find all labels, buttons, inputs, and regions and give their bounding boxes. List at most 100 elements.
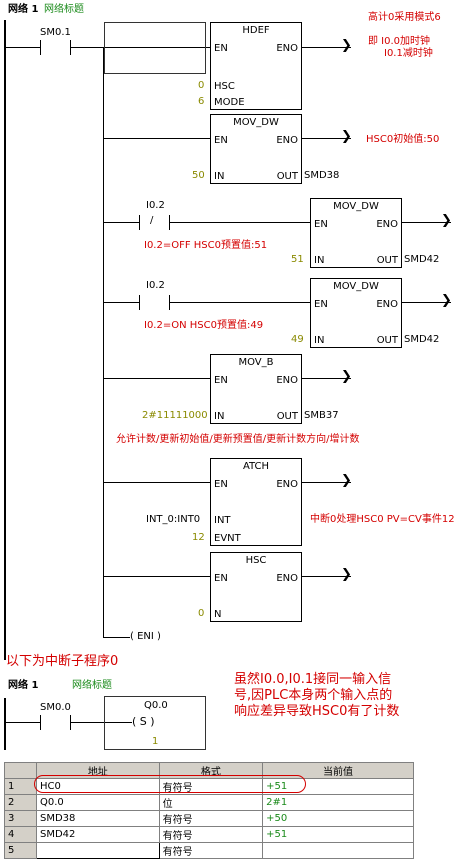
hdef-mode-value[interactable]: 6 <box>198 96 205 107</box>
table-row[interactable]: 5 有符号 <box>4 842 414 859</box>
mov-b-out-pin: OUT <box>276 411 298 422</box>
mov-dw-3-title: MOV_DW <box>333 281 379 292</box>
coil-type: S <box>139 715 147 728</box>
mov-dw-3-in-value[interactable]: 49 <box>291 334 304 345</box>
row-number: 3 <box>4 810 37 827</box>
rung-wire <box>301 482 351 483</box>
mov-b-en-pin: EN <box>214 375 228 386</box>
mov-dw-2-eno-pin: ENO <box>376 219 398 230</box>
note-inputs-1: 即 I0.0加时钟 <box>368 36 431 47</box>
mov-dw-1-out-value[interactable]: SMD38 <box>304 170 340 181</box>
cell-address[interactable]: SMD42 <box>35 826 160 843</box>
int-left-power-rail <box>4 698 6 750</box>
mov-dw-3-out-pin: OUT <box>376 335 398 346</box>
atch-int-value[interactable]: INT_0:INT0 <box>146 514 201 525</box>
contact-i02-no-left[interactable] <box>139 295 140 310</box>
eni-coil[interactable]: ( ENI ) <box>130 631 161 642</box>
note-interrupt: 中断0处理HSC0 PV=CV事件12 <box>310 514 455 525</box>
hsc-box[interactable]: HSC EN ENO N <box>210 552 302 622</box>
rung-wire <box>103 378 210 379</box>
mov-dw-1-in-value[interactable]: 50 <box>192 170 205 181</box>
rung-wire <box>103 637 130 638</box>
mov-dw-2-in-value[interactable]: 51 <box>291 254 304 265</box>
cell-value: 2#1 <box>262 794 414 811</box>
set-coil[interactable]: ( S ) <box>132 715 155 728</box>
mov-b-out-value[interactable]: SMB37 <box>304 410 339 421</box>
coil-address[interactable]: Q0.0 <box>144 700 168 711</box>
rung-wire <box>301 47 351 48</box>
table-row[interactable]: 4 SMD42 有符号 +51 <box>4 826 414 843</box>
cell-address-edit[interactable] <box>35 842 160 859</box>
mov-dw-3-box[interactable]: MOV_DW EN ENO IN OUT <box>310 278 402 348</box>
note-init-value: HSC0初始值:50 <box>366 134 440 145</box>
hdef-box[interactable]: HDEF EN ENO HSC MODE <box>210 22 302 110</box>
network-header[interactable]: 网络 1 <box>8 4 39 15</box>
hsc-title: HSC <box>245 555 267 566</box>
mov-dw-3-in-pin: IN <box>314 335 325 346</box>
mov-b-title: MOV_B <box>238 357 274 368</box>
rung-wire <box>169 222 310 223</box>
int-selection-rectangle <box>104 696 206 750</box>
mov-dw-2-box[interactable]: MOV_DW EN ENO IN OUT <box>310 198 402 268</box>
output-arrow-icon: ❯ <box>441 213 452 228</box>
table-row[interactable]: 2 Q0.0 位 2#1 <box>4 794 414 811</box>
output-arrow-icon: ❯ <box>341 473 352 488</box>
mov-b-box[interactable]: MOV_B EN ENO IN OUT <box>210 354 302 424</box>
eni-label: ENI <box>137 631 154 642</box>
rung-wire <box>103 576 210 577</box>
mov-dw-2-title: MOV_DW <box>333 201 379 212</box>
row-number: 5 <box>4 842 37 859</box>
atch-eno-pin: ENO <box>276 479 298 490</box>
header-format[interactable]: 格式 <box>158 762 264 779</box>
int-note-2: 号,因PLC本身两个输入点的 <box>234 688 393 703</box>
output-arrow-icon: ❯ <box>341 38 352 53</box>
mov-dw-2-out-pin: OUT <box>376 255 398 266</box>
rung-wire <box>103 138 210 139</box>
atch-evnt-pin: EVNT <box>214 533 241 544</box>
int-note-1: 虽然I0.0,I0.1接同一输入信 <box>234 672 392 687</box>
mov-b-eno-pin: ENO <box>276 375 298 386</box>
int-network-title[interactable]: 网络标题 <box>72 680 112 691</box>
mov-dw-1-in-pin: IN <box>214 171 225 182</box>
contact-i02-nc-slash: / <box>150 215 154 226</box>
table-row[interactable]: 3 SMD38 有符号 +50 <box>4 810 414 827</box>
mov-b-in-value[interactable]: 2#11111000 <box>142 410 208 421</box>
mov-dw-3-out-value[interactable]: SMD42 <box>404 334 440 345</box>
hsc-n-value[interactable]: 0 <box>198 608 205 619</box>
output-arrow-icon: ❯ <box>341 129 352 144</box>
rung-wire <box>6 722 40 723</box>
contact-label-i02-no: I0.2 <box>146 280 165 291</box>
rung-wire <box>301 378 351 379</box>
atch-evnt-value[interactable]: 12 <box>192 532 205 543</box>
cell-address[interactable]: Q0.0 <box>35 794 160 811</box>
hdef-hsc-value[interactable]: 0 <box>198 80 205 91</box>
coil-count[interactable]: 1 <box>152 736 159 747</box>
rung-wire <box>70 47 210 48</box>
cell-value <box>262 842 414 859</box>
cell-format[interactable]: 有符号 <box>158 842 264 859</box>
network-title[interactable]: 网络标题 <box>44 4 84 15</box>
branch-bus <box>103 47 104 637</box>
mov-dw-3-eno-pin: ENO <box>376 299 398 310</box>
rung-wire <box>401 302 451 303</box>
contact-sm01-left[interactable] <box>40 40 41 55</box>
note-preset-on: I0.2=ON HSC0预置值:49 <box>144 320 264 331</box>
mov-dw-2-en-pin: EN <box>314 219 328 230</box>
cell-format[interactable]: 位 <box>158 794 264 811</box>
hsc-en-pin: EN <box>214 573 228 584</box>
int-contact-left[interactable] <box>40 715 41 730</box>
hdef-en-pin: EN <box>214 43 228 54</box>
cell-format[interactable]: 有符号 <box>158 826 264 843</box>
int-network-header[interactable]: 网络 1 <box>8 680 39 691</box>
note-mode: 高计0采用模式6 <box>368 12 441 23</box>
cell-format[interactable]: 有符号 <box>158 810 264 827</box>
mov-dw-2-out-value[interactable]: SMD42 <box>404 254 440 265</box>
mov-dw-1-box[interactable]: MOV_DW EN ENO IN OUT <box>210 114 302 184</box>
row-number: 1 <box>4 778 37 795</box>
cell-value: +50 <box>262 810 414 827</box>
atch-box[interactable]: ATCH EN ENO INT EVNT <box>210 458 302 546</box>
cell-address[interactable]: SMD38 <box>35 810 160 827</box>
row-number: 4 <box>4 826 37 843</box>
contact-i02-nc-left[interactable] <box>139 215 140 230</box>
left-power-rail <box>4 20 6 660</box>
